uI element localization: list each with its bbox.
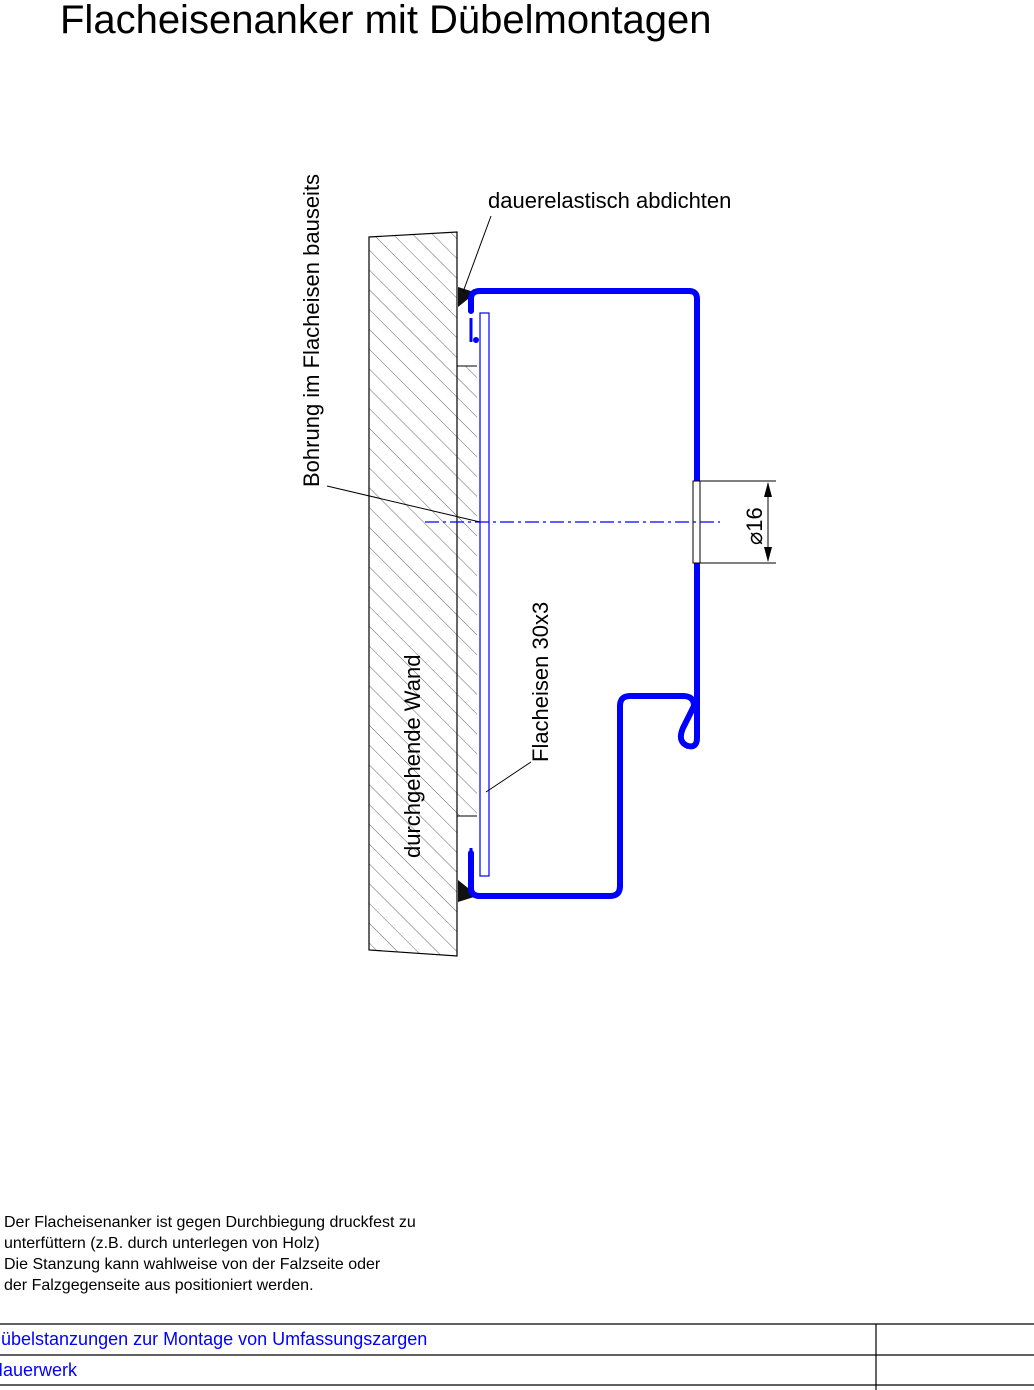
title-block-heading: Dübelstanzungen zur Montage von Umfassun… xyxy=(0,1329,428,1349)
filler-region xyxy=(457,366,477,816)
note-line: unterfüttern (z.B. durch unterlegen von … xyxy=(4,1235,320,1252)
note-line: Die Stanzung kann wahlweise von der Falz… xyxy=(4,1256,381,1273)
flat-iron xyxy=(479,312,490,877)
notes: Der Flacheisenanker ist gegen Durchbiegu… xyxy=(4,1212,524,1296)
flat-iron-label: Flacheisen 30x3 xyxy=(528,602,553,762)
dim-arrow-top xyxy=(764,482,772,497)
drilling-label: Bohrung im Flacheisen bauseits xyxy=(299,174,324,487)
title-block-row-2: Mauerwerk xyxy=(0,1355,1034,1386)
title-block-subheading: Mauerwerk xyxy=(0,1360,78,1380)
dim-arrow-bottom xyxy=(764,547,772,562)
title-block-lines xyxy=(0,1323,1034,1390)
page-title: Flacheisenanker mit Dübelmontagen xyxy=(60,0,712,42)
sealant-bottom xyxy=(458,880,474,902)
title-block-row-1: Dübelstanzungen zur Montage von Umfassun… xyxy=(0,1324,1034,1355)
title-block: Dübelstanzungen zur Montage von Umfassun… xyxy=(0,1323,1034,1390)
seal-label: dauerelastisch abdichten xyxy=(488,188,731,213)
door-frame-profile xyxy=(468,288,700,899)
note-line: Der Flacheisenanker ist gegen Durchbiegu… xyxy=(4,1214,416,1231)
flat-iron-leader xyxy=(485,761,532,793)
note-line: der Falzgegenseite aus positioniert werd… xyxy=(4,1277,314,1294)
seal-leader xyxy=(462,215,492,293)
wall-label: durchgehende Wand xyxy=(400,655,425,858)
diameter-label: ⌀16 xyxy=(742,507,767,545)
wall-section xyxy=(368,231,458,957)
drilling-leader xyxy=(326,485,481,523)
